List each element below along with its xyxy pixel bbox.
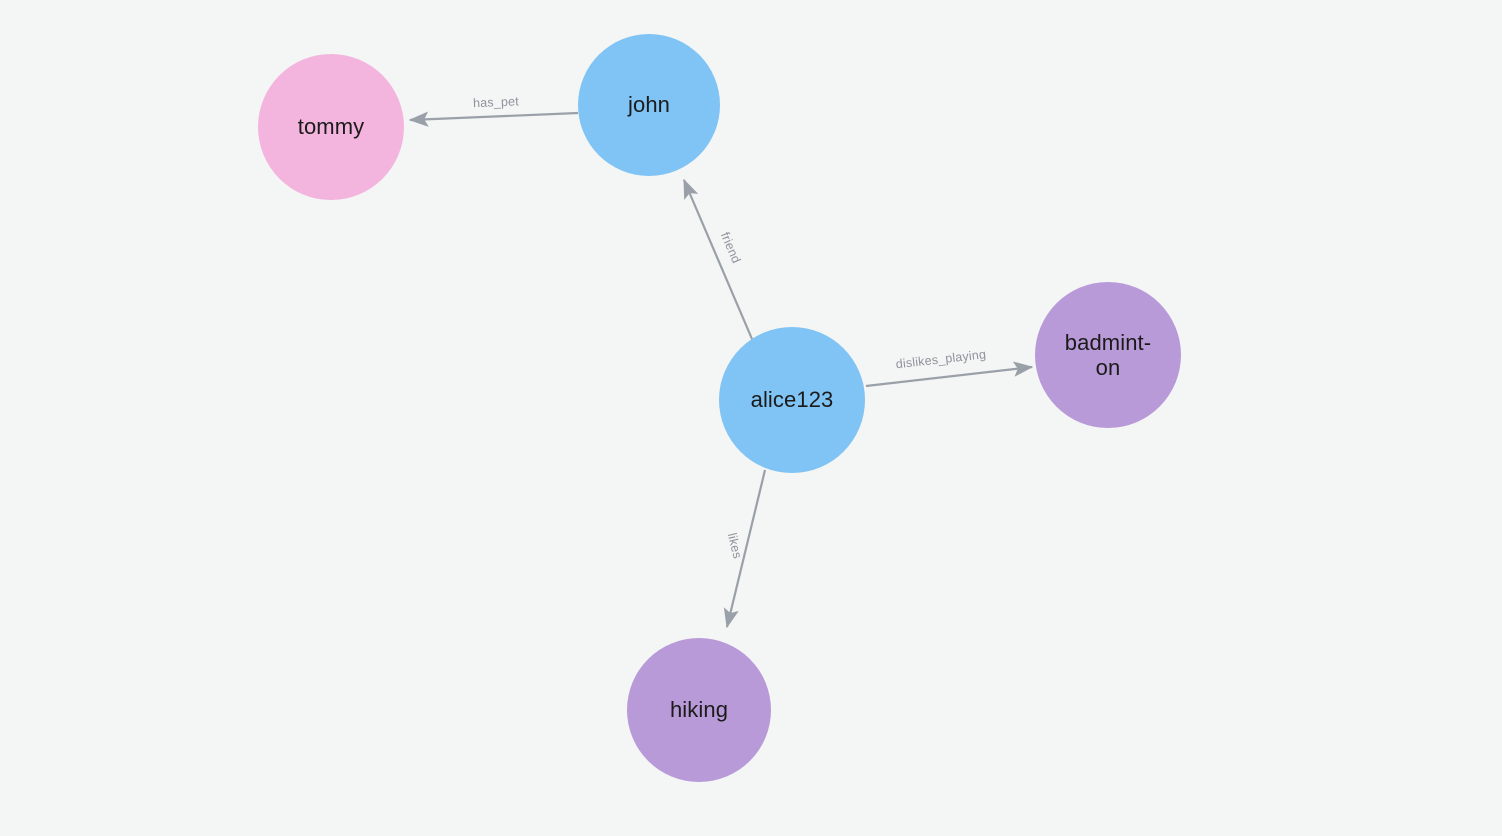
edges-group: [408, 111, 1034, 629]
edge-label-alice123-john: friend: [718, 230, 744, 265]
node-label: hiking: [669, 697, 729, 723]
graph-edge[interactable]: [682, 178, 754, 340]
node-label: tommy: [297, 114, 365, 140]
edge-label-john-tommy: has_pet: [473, 94, 520, 110]
graph-node-john[interactable]: john: [578, 34, 720, 176]
graph-node-tommy[interactable]: tommy: [258, 54, 404, 200]
graph-edge[interactable]: [408, 111, 579, 127]
edge-label-alice123-badminton: dislikes_playing: [895, 347, 987, 371]
graph-node-badminton[interactable]: badmint- on: [1035, 282, 1181, 428]
node-label: alice123: [750, 387, 834, 413]
graph-node-hiking[interactable]: hiking: [627, 638, 771, 782]
graph-edge[interactable]: [865, 361, 1034, 388]
graph-node-alice123[interactable]: alice123: [719, 327, 865, 473]
node-label: badmint- on: [1064, 329, 1152, 380]
edge-label-alice123-hiking: likes: [725, 532, 745, 561]
graph-edge[interactable]: [723, 469, 767, 629]
node-label: john: [628, 92, 670, 118]
